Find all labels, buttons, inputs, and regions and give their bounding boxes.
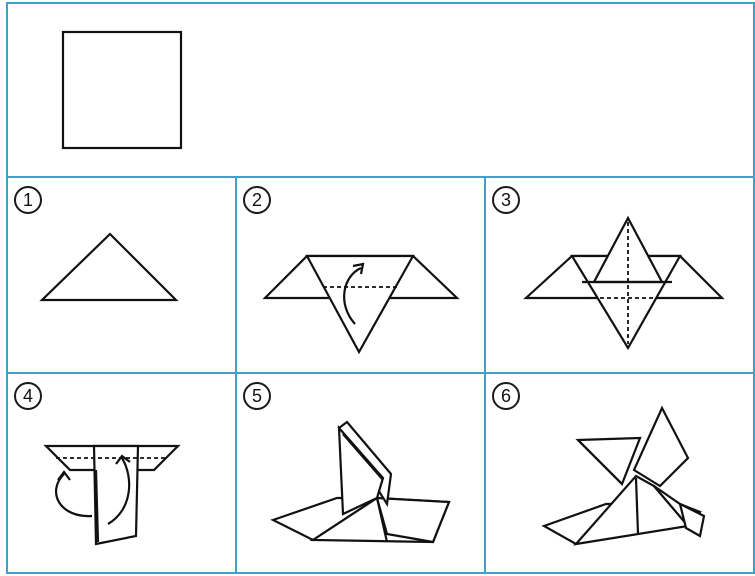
square-paper <box>63 32 181 148</box>
step-4-illustration <box>8 374 239 576</box>
left-wing <box>578 438 640 484</box>
step-2-panel: 2 <box>235 176 486 374</box>
fold-arrow-left <box>56 474 92 516</box>
step-3-panel: 3 <box>484 176 755 374</box>
head <box>680 504 704 536</box>
arrowhead-left <box>58 472 70 480</box>
step-5-illustration <box>237 374 488 576</box>
folded-down-flap <box>307 256 413 352</box>
step-1-illustration <box>8 178 239 376</box>
step-3-illustration <box>486 178 755 376</box>
center-column <box>94 446 138 544</box>
square-paper-illustration <box>8 4 755 180</box>
start-panel <box>6 2 755 178</box>
step-1-panel: 1 <box>6 176 237 374</box>
step-2-illustration <box>237 178 488 376</box>
folded-triangle <box>42 234 176 300</box>
step-6-illustration <box>486 374 755 576</box>
step-5-panel: 5 <box>235 372 486 574</box>
step-4-panel: 4 <box>6 372 237 574</box>
right-wing <box>634 408 688 486</box>
step-6-panel: 6 <box>484 372 755 574</box>
